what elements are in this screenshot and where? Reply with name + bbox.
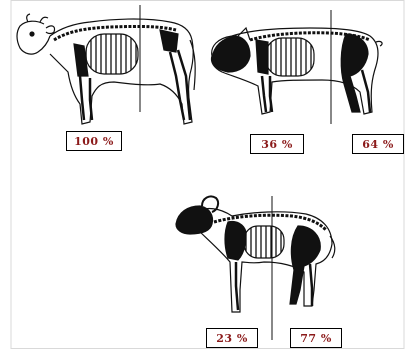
cow-pelvis xyxy=(160,30,178,52)
cow-horn-right xyxy=(40,17,48,22)
sheep-ribcage xyxy=(244,226,284,258)
sheep-figure xyxy=(176,196,335,312)
cow-hindleg-bones xyxy=(170,50,190,120)
cow-foreleg-bones xyxy=(80,76,92,120)
sheep-head-dark xyxy=(176,206,213,234)
cow-head xyxy=(17,21,50,54)
pig-figure xyxy=(211,28,382,114)
pig-scapula xyxy=(256,40,268,74)
sheep-front-percentage-label: 23 % xyxy=(206,328,258,348)
cow-figure xyxy=(17,14,195,124)
cow-ribcage xyxy=(86,34,138,74)
sheep-rear-percentage-label: 77 % xyxy=(290,328,342,348)
pig-front-percentage-label: 36 % xyxy=(250,134,304,154)
cow-percentage-label: 100 % xyxy=(66,131,122,151)
pig-rear-percentage-label: 64 % xyxy=(352,134,404,154)
pig-ribcage xyxy=(266,38,314,76)
cow-horn-left xyxy=(27,14,30,22)
cow-eye xyxy=(30,32,34,36)
cow-ear xyxy=(46,26,55,34)
